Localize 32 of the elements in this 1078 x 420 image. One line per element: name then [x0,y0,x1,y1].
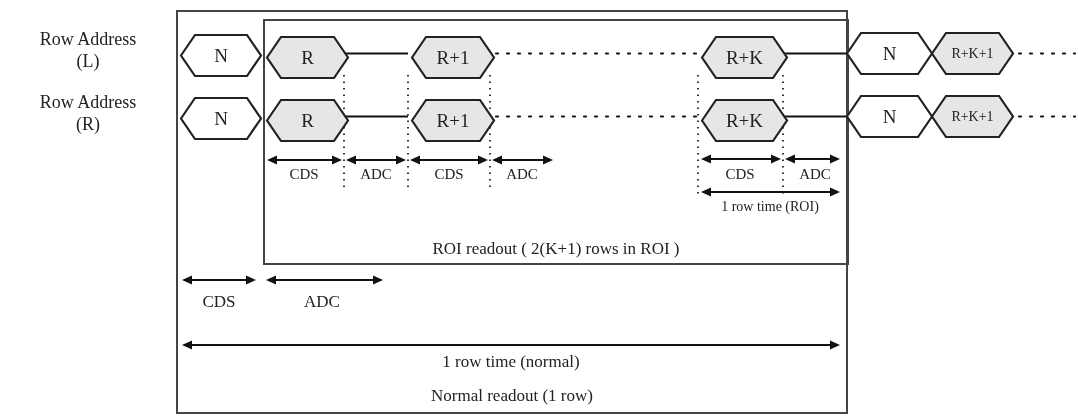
row-address-hexagon: N [181,97,261,140]
timing-label: ADC [360,166,392,183]
timing-label: CDS [434,166,464,183]
signal-line [494,52,700,55]
readout-frame [263,19,849,265]
row-address-hexagon: N [181,34,261,77]
signal-line [1017,115,1077,118]
timing-label: CDS [725,166,755,183]
row-address-hexagon: R [267,36,348,79]
signal-name: Row Address (L) [38,28,138,72]
row-address-hexagon: R+K [702,36,787,79]
row-address-hexagon: N [847,32,932,75]
row-address-hexagon: R+K+1 [932,32,1013,75]
row-address-hexagon: N [847,95,932,138]
signal-line [494,115,700,118]
signal-name: Row Address (R) [38,91,138,135]
timing-label: ADC [506,166,538,183]
timing-label: 1 row time (normal) [442,352,580,372]
row-address-hexagon: R+K [702,99,787,142]
signal-line [1017,52,1077,55]
readout-frame [176,10,848,414]
row-address-hexagon: R [267,99,348,142]
readout-label: ROI readout ( 2(K+1) rows in ROI ) [431,239,681,259]
readout-label: Normal readout (1 row) [430,386,594,406]
row-address-hexagon: R+1 [412,36,494,79]
timing-label: CDS [289,166,319,183]
timing-label: ADC [799,166,831,183]
timing-label: 1 row time (ROI) [721,199,819,215]
row-address-hexagon: R+K+1 [932,95,1013,138]
timing-label: ADC [304,292,340,312]
timing-label: CDS [202,292,236,312]
row-address-hexagon: R+1 [412,99,494,142]
